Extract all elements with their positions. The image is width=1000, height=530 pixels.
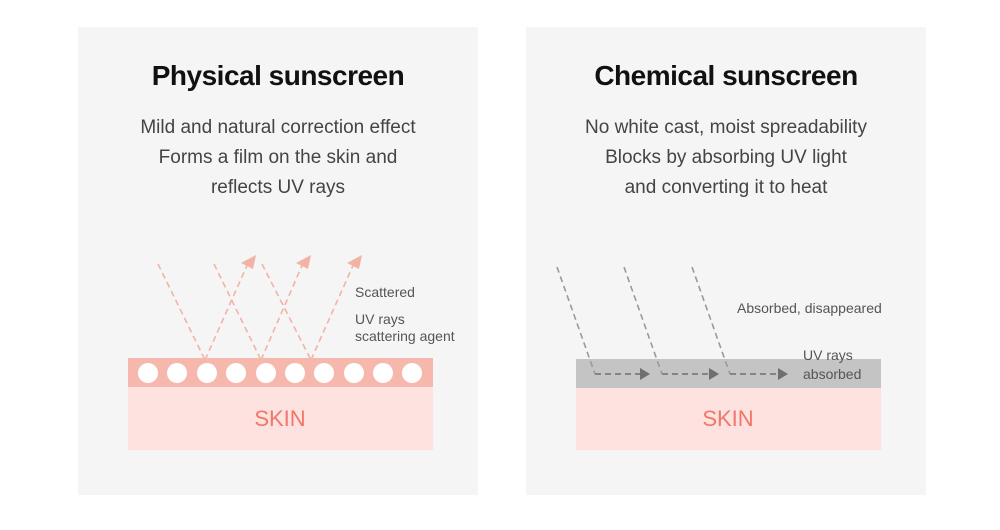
chemical-sunscreen-panel: Chemical sunscreen No white cast, moist …	[526, 27, 926, 495]
physical-skin-layer	[128, 387, 433, 450]
physical-desc-line-2: Forms a film on the skin and	[158, 147, 398, 168]
physical-skin-label: SKIN	[254, 406, 305, 431]
chemical-desc-line-3: and converting it to heat	[624, 177, 828, 198]
uv-absorbed-label-line-1: UV rays	[803, 347, 853, 363]
chemical-diagram: SKIN Absorbed, disappeared UV rays absor…	[556, 266, 882, 450]
uv-absorbed-label-line-2: absorbed	[803, 366, 861, 382]
chemical-desc-line-1: No white cast, moist spreadability	[585, 117, 867, 138]
physical-title: Physical sunscreen	[151, 60, 405, 91]
absorbed-uv-rays	[556, 266, 731, 375]
chemical-title: Chemical sunscreen	[594, 60, 858, 91]
scattering-agent-label-line-2: scattering agent	[355, 328, 455, 344]
chemical-skin-layer	[576, 388, 881, 450]
chemical-desc-line-2: Blocks by absorbing UV light	[605, 147, 847, 168]
scattering-agent-particles	[138, 363, 422, 383]
scattering-agent-label-line-1: UV rays	[355, 311, 405, 327]
chemical-skin-label: SKIN	[702, 406, 753, 431]
physical-desc-line-3: reflects UV rays	[210, 177, 346, 198]
physical-desc-line-1: Mild and natural correction effect	[140, 117, 416, 138]
absorbed-arrowheads	[640, 368, 788, 380]
scattered-label: Scattered	[355, 284, 415, 300]
physical-sunscreen-panel: Physical sunscreen Mild and natural corr…	[78, 27, 478, 495]
absorbed-disappeared-label: Absorbed, disappeared	[737, 300, 882, 316]
scattered-uv-rays	[157, 260, 356, 361]
physical-description: Mild and natural correction effect Forms…	[78, 113, 478, 203]
chemical-description: No white cast, moist spreadability Block…	[526, 113, 926, 203]
scattered-arrowheads	[241, 255, 362, 269]
physical-diagram: SKIN Scattered UV rays scattering agent	[128, 255, 455, 450]
